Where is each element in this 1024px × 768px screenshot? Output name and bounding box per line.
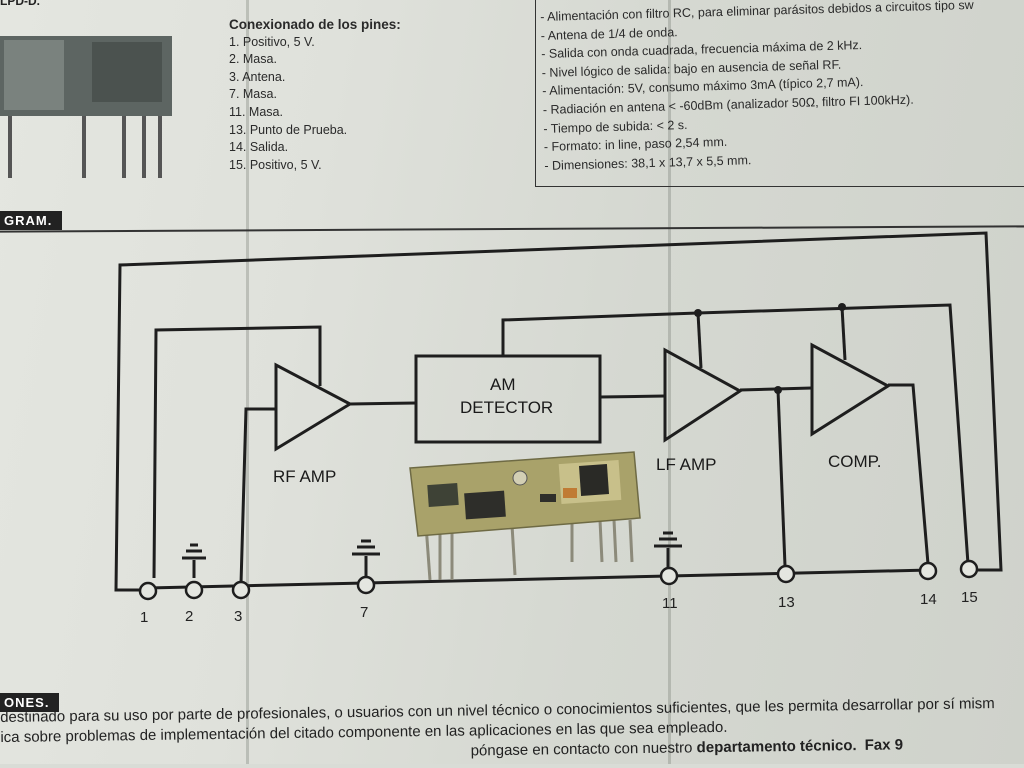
pin-label: 14 bbox=[920, 591, 937, 608]
pin-heading: Conexionado de los pines: bbox=[229, 17, 401, 32]
am-detector-label: AM bbox=[490, 375, 516, 394]
module-thumbnail bbox=[0, 36, 172, 178]
pin-label: 3 bbox=[234, 608, 242, 625]
conditions-section-label: ONES. bbox=[0, 693, 60, 712]
pin-item: 3. Antena. bbox=[229, 69, 286, 84]
spec-box bbox=[535, 0, 1024, 187]
pin-item: 1. Positivo, 5 V. bbox=[229, 34, 315, 49]
pin-label: 7 bbox=[360, 604, 368, 621]
pin-item: 13. Punto de Prueba. bbox=[229, 122, 348, 137]
bottom-line-bold: departamento técnico. bbox=[696, 737, 857, 757]
pin-label: 15 bbox=[961, 589, 978, 606]
fold-crease bbox=[668, 0, 671, 764]
lf-amp-label: LF AMP bbox=[656, 455, 716, 474]
pin-item: 7. Masa. bbox=[229, 87, 277, 102]
am-detector-label: DETECTOR bbox=[460, 398, 553, 417]
pin-item: 14. Salida. bbox=[229, 140, 289, 155]
top-left-header: LPD-D. bbox=[0, 0, 40, 8]
comp-label: COMP. bbox=[828, 452, 882, 471]
bottom-line-normal: póngase en contacto con nuestro bbox=[470, 739, 697, 760]
pin-label: 13 bbox=[778, 594, 795, 611]
pin-item: 15. Positivo, 5 V. bbox=[229, 157, 322, 172]
bottom-line-fax: Fax 9 bbox=[864, 736, 904, 754]
pin-label: 1 bbox=[140, 609, 148, 626]
pin-label: 2 bbox=[185, 608, 193, 625]
diagram-section-label: GRAM. bbox=[0, 211, 63, 230]
rf-amp-label: RF AMP bbox=[273, 467, 336, 486]
pin-item: 11. Masa. bbox=[229, 104, 283, 119]
pin-list: Conexionado de los pines: 1. Positivo, 5… bbox=[229, 16, 401, 174]
pin-item: 2. Masa. bbox=[229, 52, 277, 67]
rf-module-photo bbox=[409, 451, 641, 581]
pin-label: 11 bbox=[662, 595, 678, 612]
fold-crease bbox=[246, 0, 249, 764]
